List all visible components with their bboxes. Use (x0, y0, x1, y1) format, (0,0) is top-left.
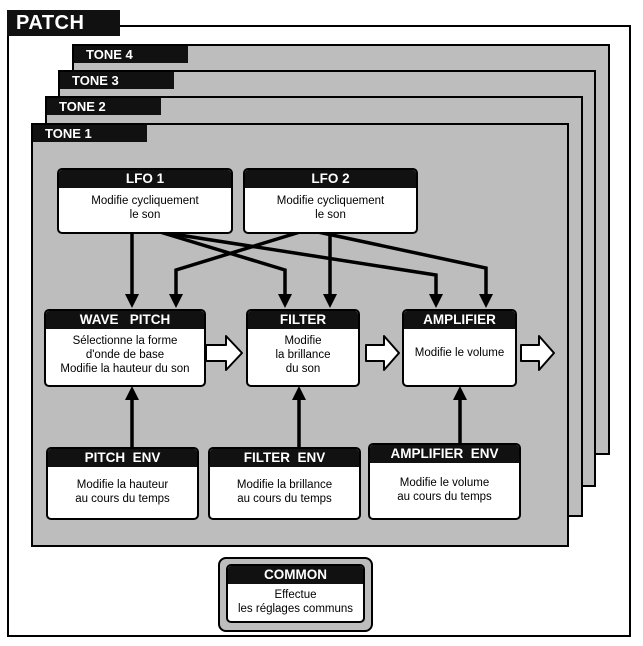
pitch-env-desc-line1: Modifie la hauteur (76, 479, 169, 491)
flow-arrow-filter-to-amplifier (365, 335, 400, 371)
arrowhead-filter-env-up (292, 386, 306, 400)
amplifier-block: AMPLIFIER Modifie le volume (402, 309, 517, 387)
amplifier-env-desc-line1: Modifie le volume (399, 477, 490, 489)
amplifier-env-title: AMPLIFIER ENV (370, 445, 519, 463)
amplifier-title: AMPLIFIER (404, 311, 515, 329)
arrowhead-amplifier-right (479, 294, 493, 308)
tone-2-tab: TONE 2 (47, 98, 161, 115)
filter-env-desc-line1: Modifie la brillance (236, 479, 333, 491)
pitch-env-block: PITCH ENV Modifie la hauteur au cours du… (46, 447, 199, 520)
wave-pitch-desc-line2: d'onde de base (85, 349, 165, 361)
amplifier-desc-line1: Modifie le volume (414, 347, 505, 359)
filter-desc-line2: la brillance (275, 349, 331, 361)
filter-env-desc-line2: au cours du temps (237, 493, 332, 505)
arrowhead-amplifier-left (429, 294, 443, 308)
pitch-env-desc-line2: au cours du temps (75, 493, 170, 505)
common-block: COMMON Effectue les réglages communs (226, 564, 365, 623)
wave-pitch-block: WAVE PITCH Sélectionne la forme d'onde d… (44, 309, 206, 387)
filter-block: FILTER Modifie la brillance du son (246, 309, 360, 387)
tone-1-tab: TONE 1 (33, 125, 147, 142)
lfo2-block: LFO 2 Modifie cycliquement le son (243, 168, 418, 234)
lfo1-to-filter-line (158, 230, 287, 298)
common-desc-line1: Effectue (274, 589, 317, 601)
filter-env-block: FILTER ENV Modifie la brillance au cours… (208, 447, 361, 520)
amplifier-env-block: AMPLIFIER ENV Modifie le volume au cours… (368, 443, 521, 520)
wave-pitch-desc-line1: Sélectionne la forme (72, 335, 178, 347)
lfo1-desc-line1: Modifie cycliquement (91, 195, 199, 207)
arrowhead-amplifier-env-up (453, 386, 467, 400)
wave-pitch-title: WAVE PITCH (46, 311, 204, 329)
tone-3-tab: TONE 3 (60, 72, 174, 89)
filter-desc-line3: du son (285, 363, 321, 375)
pitch-env-title: PITCH ENV (48, 449, 197, 467)
arrowhead-wave-pitch-left (125, 294, 139, 308)
wave-pitch-desc-line3: Modifie la hauteur du son (60, 363, 190, 375)
patch-label: PATCH (7, 10, 120, 36)
filter-title: FILTER (248, 311, 358, 329)
lfo1-block: LFO 1 Modifie cycliquement le son (57, 168, 233, 234)
lfo1-title: LFO 1 (59, 170, 231, 188)
common-desc-line2: les réglages communs (237, 603, 354, 615)
filter-desc-line1: Modifie (284, 335, 322, 347)
lfo2-desc-line2: le son (315, 209, 346, 221)
tone-4-tab: TONE 4 (74, 46, 188, 63)
arrowhead-filter-right (323, 294, 337, 308)
lfo2-to-amplifier-line (316, 230, 488, 298)
lfo2-desc-line1: Modifie cycliquement (276, 195, 385, 207)
arrowhead-pitch-env-up (125, 386, 139, 400)
arrowhead-filter-left (278, 294, 292, 308)
filter-env-title: FILTER ENV (210, 449, 359, 467)
flow-arrow-wave-to-filter (205, 335, 243, 371)
lfo1-desc-line2: le son (129, 209, 161, 221)
amplifier-env-desc-line2: au cours du temps (397, 491, 492, 503)
lfo2-title: LFO 2 (245, 170, 416, 188)
common-title: COMMON (228, 566, 363, 584)
lfo2-to-wave-line (174, 230, 302, 298)
arrowhead-wave-pitch-right (169, 294, 183, 308)
flow-arrow-amplifier-output (520, 335, 555, 371)
